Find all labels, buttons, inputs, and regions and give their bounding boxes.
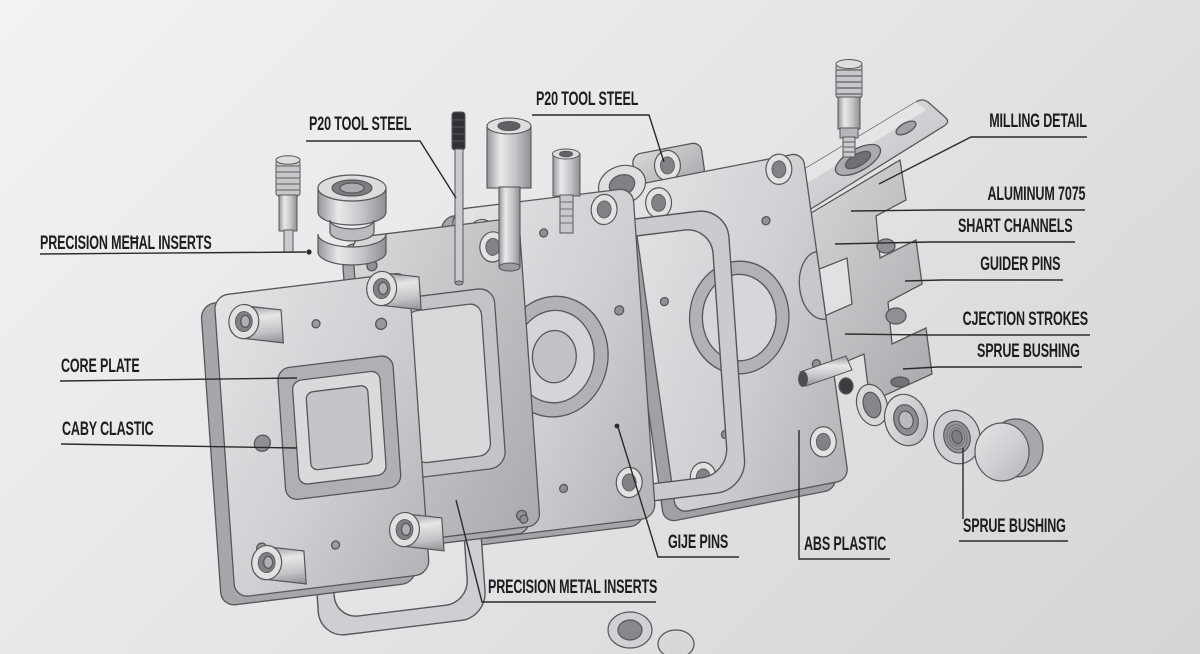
label-guider-pins: GUIDER PINS — [979, 254, 1060, 275]
leader-aluminum — [850, 209, 1085, 212]
guide-pin-graphic — [451, 111, 466, 286]
leader-precision-bottom — [455, 499, 656, 603]
label-shart-channels: SHART CHANNELS — [957, 216, 1073, 237]
leader-gije-pins — [617, 426, 739, 558]
leader-sprue-right — [902, 366, 1082, 370]
bottom-bushings-graphic — [607, 611, 695, 654]
leader-core-plate — [59, 377, 298, 382]
shoulder-screw-graphic — [275, 155, 301, 253]
leader-dot-gije — [614, 423, 620, 429]
label-caby-clastic: CABY CLASTIC — [62, 419, 154, 440]
leader-dot-precision-left — [306, 249, 312, 255]
leader-p20-center — [532, 114, 665, 163]
label-precision-metal-inserts-bottom: PRECISION METAL INSERTS — [488, 577, 658, 598]
label-sprue-bushing-bottom: SPRUE BUSHING — [963, 516, 1066, 537]
label-p20-tool-steel-center: P20 TOOL STEEL — [536, 89, 639, 110]
dowel-pin-graphic — [838, 377, 854, 395]
label-aluminum-7075: ALUMINUM 7075 — [987, 184, 1085, 205]
socket-screw-graphic — [486, 117, 532, 272]
leader-shart-channels — [834, 241, 1075, 245]
label-p20-tool-steel-left: P20 TOOL STEEL — [309, 114, 412, 135]
leader-caby-clastic — [60, 443, 298, 449]
leader-precision-left — [39, 251, 307, 255]
sprue-bushing-set-graphic — [838, 377, 1044, 482]
small-screw-graphic — [552, 148, 581, 234]
leader-lines — [39, 114, 1090, 603]
label-milling-detail: MILLING DETAIL — [989, 111, 1087, 132]
leader-abs-plastic — [798, 430, 890, 560]
ejector-rod-graphic — [798, 355, 853, 387]
leader-milling-detail — [878, 136, 1087, 185]
leader-guider-pins — [904, 279, 1063, 282]
label-abs-plastic: ABS PLASTIC — [804, 534, 887, 555]
label-core-plate: CORE PLATE — [61, 356, 140, 377]
label-gije-pins: GIJE PINS — [668, 532, 729, 553]
label-cjection-strokes: CJECTION STROKES — [962, 309, 1089, 330]
label-sprue-bushing-right: SPRUE BUSHING — [977, 341, 1080, 362]
label-precision-metal-inserts-left: PRECISION MEĦAL INSERTS — [40, 233, 212, 254]
leader-p20-left — [306, 140, 457, 199]
leader-cjection-strokes — [844, 333, 1090, 336]
sprue-bushing-stack-graphic — [317, 174, 387, 266]
core-plate-graphic — [200, 266, 445, 606]
clamp-screw-graphic — [835, 59, 863, 158]
